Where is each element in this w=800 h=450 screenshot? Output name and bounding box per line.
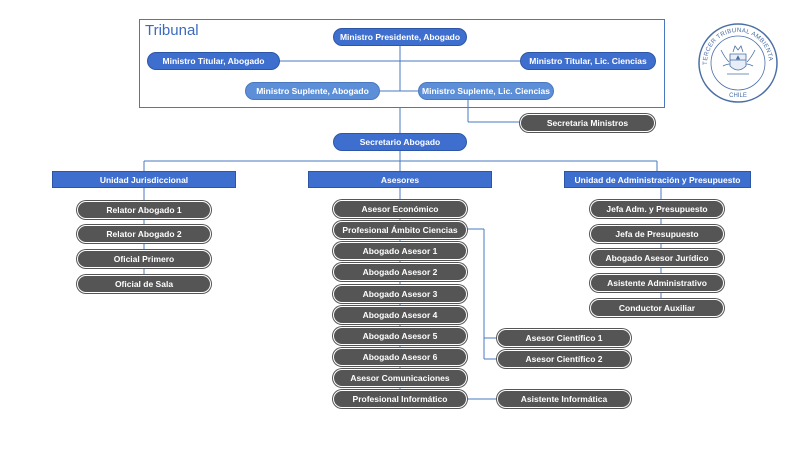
node-asesor-economico[interactable]: Asesor Económico xyxy=(333,200,467,218)
node-conductor-auxiliar[interactable]: Conductor Auxiliar xyxy=(590,299,724,317)
node-relator-abogado-2[interactable]: Relator Abogado 2 xyxy=(77,225,211,243)
tribunal-seal-logo: TERCER TRIBUNAL AMBIENTAL CHILE xyxy=(697,22,778,103)
node-profesional-informatico[interactable]: Profesional Informático xyxy=(333,390,467,408)
node-abogado-asesor-3[interactable]: Abogado Asesor 3 xyxy=(333,285,467,303)
node-jefa-adm-presupuesto[interactable]: Jefa Adm. y Presupuesto xyxy=(590,200,724,218)
node-ministro-presidente[interactable]: Ministro Presidente, Abogado xyxy=(333,28,467,46)
node-relator-abogado-1[interactable]: Relator Abogado 1 xyxy=(77,201,211,219)
tribunal-box xyxy=(139,19,665,108)
node-profesional-ambito-ciencias[interactable]: Profesional Ámbito Ciencias xyxy=(333,221,467,239)
node-unidad-jurisdiccional[interactable]: Unidad Jurisdiccional xyxy=(52,171,236,188)
node-ministro-suplente-abogado[interactable]: Ministro Suplente, Abogado xyxy=(245,82,380,100)
node-asistente-administrativo[interactable]: Asistente Administrativo xyxy=(590,274,724,292)
node-secretaria-ministros[interactable]: Secretaria Ministros xyxy=(520,114,655,132)
node-asistente-informatica[interactable]: Asistente Informática xyxy=(497,390,631,408)
node-asesor-cientifico-2[interactable]: Asesor Científico 2 xyxy=(497,350,631,368)
node-secretario-abogado[interactable]: Secretario Abogado xyxy=(333,133,467,151)
node-ministro-suplente-ciencias[interactable]: Ministro Suplente, Lic. Ciencias xyxy=(418,82,554,100)
node-ministro-titular-abogado[interactable]: Ministro Titular, Abogado xyxy=(147,52,280,70)
node-abogado-asesor-1[interactable]: Abogado Asesor 1 xyxy=(333,242,467,260)
node-asesor-cientifico-1[interactable]: Asesor Científico 1 xyxy=(497,329,631,347)
node-jefa-de-presupuesto[interactable]: Jefa de Presupuesto xyxy=(590,225,724,243)
node-oficial-de-sala[interactable]: Oficial de Sala xyxy=(77,275,211,293)
node-abogado-asesor-6[interactable]: Abogado Asesor 6 xyxy=(333,348,467,366)
node-ministro-titular-ciencias[interactable]: Ministro Titular, Lic. Ciencias xyxy=(520,52,656,70)
node-abogado-asesor-5[interactable]: Abogado Asesor 5 xyxy=(333,327,467,345)
node-unidad-administracion[interactable]: Unidad de Administración y Presupuesto xyxy=(564,171,751,188)
node-abogado-asesor-juridico[interactable]: Abogado Asesor Jurídico xyxy=(590,249,724,267)
node-oficial-primero[interactable]: Oficial Primero xyxy=(77,250,211,268)
logo-bottom-text: CHILE xyxy=(729,93,747,99)
node-asesor-comunicaciones[interactable]: Asesor Comunicaciones xyxy=(333,369,467,387)
tribunal-title: Tribunal xyxy=(145,22,199,39)
node-asesores[interactable]: Asesores xyxy=(308,171,492,188)
node-abogado-asesor-4[interactable]: Abogado Asesor 4 xyxy=(333,306,467,324)
node-abogado-asesor-2[interactable]: Abogado Asesor 2 xyxy=(333,263,467,281)
